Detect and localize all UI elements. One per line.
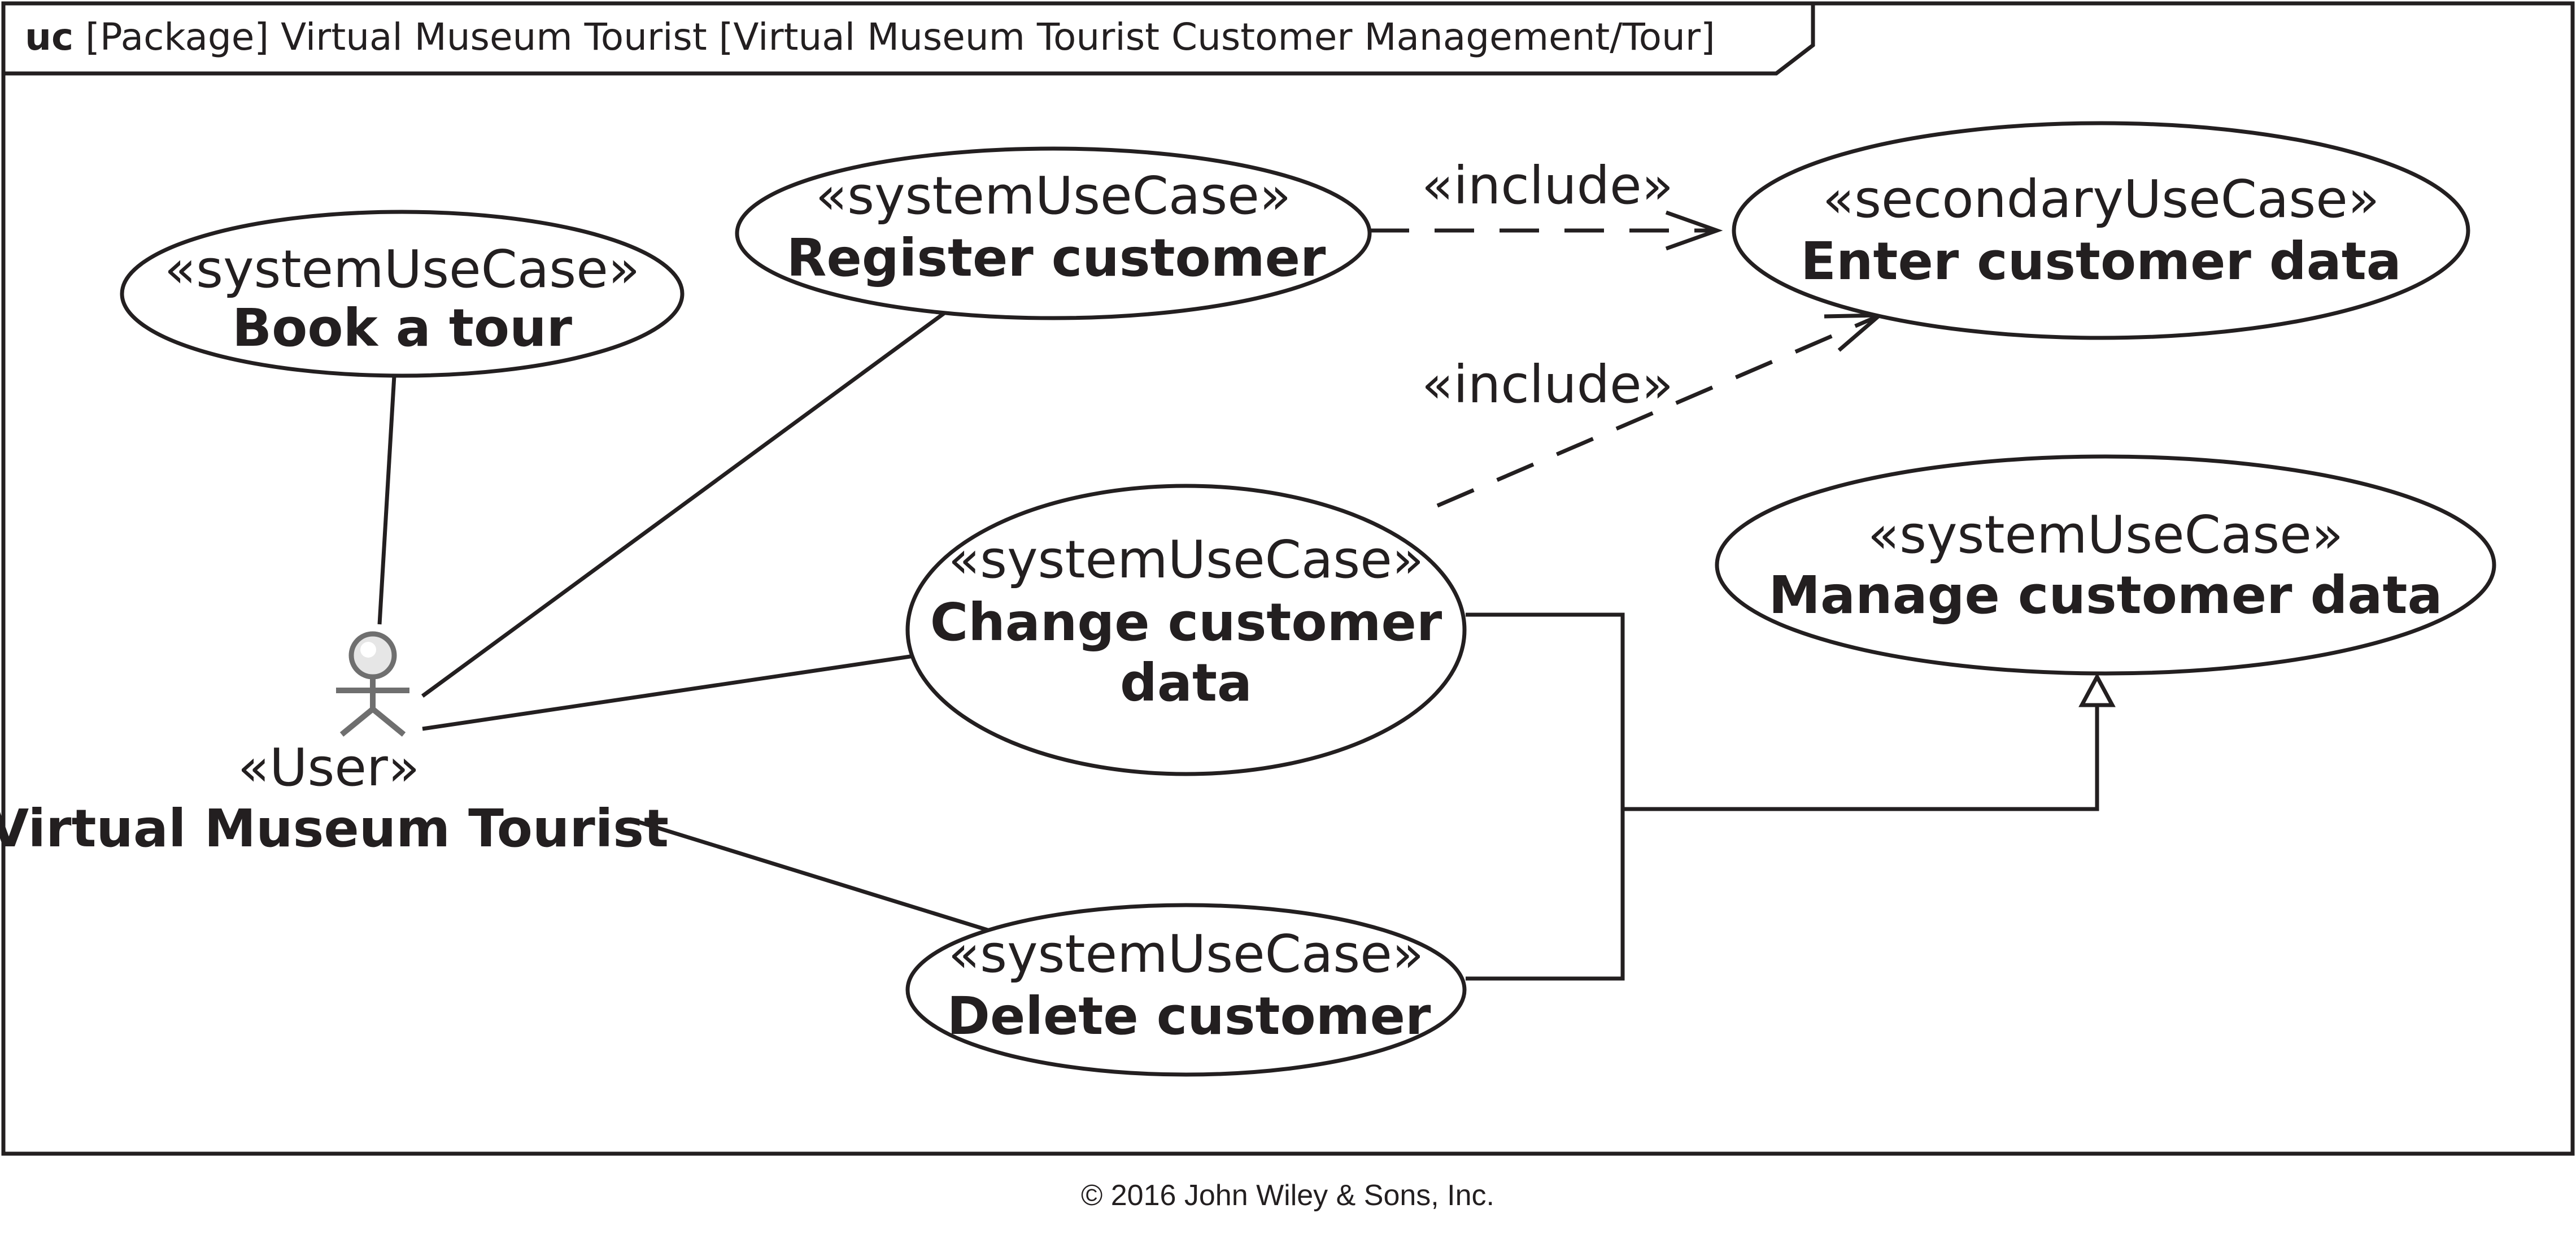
book-tour-name: Book a tour xyxy=(232,298,573,358)
manage-customer-data-name: Manage customer data xyxy=(1768,565,2442,625)
include-label-1: «include» xyxy=(1422,155,1673,216)
include-label-2: «include» xyxy=(1422,354,1673,415)
register-customer-name: Register customer xyxy=(787,228,1326,288)
diagram-frame xyxy=(1,1,2575,1156)
actor-icon xyxy=(336,631,409,737)
association-register-customer xyxy=(421,310,948,698)
generalization-bracket xyxy=(1466,612,1625,981)
actor-name: Virtual Museum Tourist xyxy=(0,798,669,859)
change-customer-data-stereotype: «systemUseCase» xyxy=(948,529,1424,590)
generalization-line xyxy=(1623,705,2099,811)
association-change-customer-data xyxy=(422,653,918,731)
change-customer-data-name-line1: Change customer xyxy=(930,592,1442,653)
use-case-register-customer xyxy=(735,146,1372,320)
frame-header-text: uc [Package] Virtual Museum Tourist [Vir… xyxy=(25,15,1715,59)
include-change-to-enter xyxy=(1436,315,1876,508)
association-delete-customer xyxy=(629,817,992,933)
delete-customer-stereotype: «systemUseCase» xyxy=(948,924,1424,984)
delete-customer-name: Delete customer xyxy=(947,986,1431,1046)
frame-title: [Package] Virtual Museum Tourist [Virtua… xyxy=(85,15,1715,59)
frame-keyword: uc xyxy=(25,15,73,59)
use-case-change-customer-data xyxy=(905,484,1467,776)
include-arrowhead-2 xyxy=(1824,313,1885,352)
use-case-enter-customer-data xyxy=(1732,121,2470,340)
generalization-arrowhead xyxy=(2078,672,2116,707)
association-book-tour xyxy=(377,375,396,625)
copyright-notice: © 2016 John Wiley & Sons, Inc. xyxy=(1081,1179,1494,1212)
enter-customer-data-name: Enter customer data xyxy=(1801,231,2401,292)
change-customer-data-name-line2: data xyxy=(1120,653,1252,713)
use-case-book-tour xyxy=(120,210,685,378)
register-customer-stereotype: «systemUseCase» xyxy=(816,166,1291,226)
include-arrowhead-1 xyxy=(1665,210,1723,251)
use-case-delete-customer xyxy=(905,903,1467,1077)
use-case-manage-customer-data xyxy=(1715,454,2496,676)
manage-customer-data-stereotype: «systemUseCase» xyxy=(1868,505,2343,565)
book-tour-stereotype: «systemUseCase» xyxy=(164,239,640,299)
actor-stereotype: «User» xyxy=(238,737,420,798)
enter-customer-data-stereotype: «secondaryUseCase» xyxy=(1823,169,2379,229)
frame-header-tab xyxy=(3,3,1815,76)
